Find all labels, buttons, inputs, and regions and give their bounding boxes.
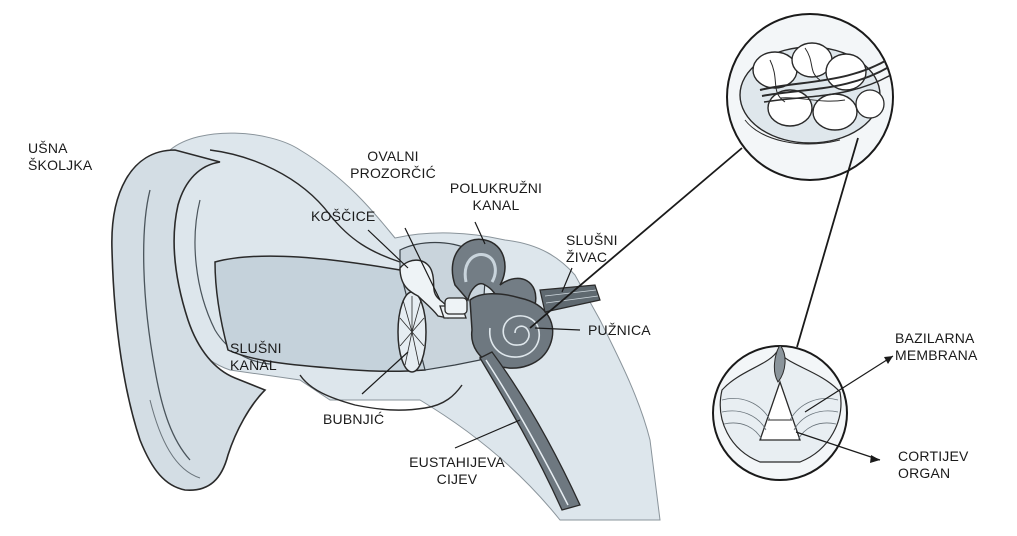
label-usna-skoljka-line-2: ŠKOLJKA — [28, 157, 92, 174]
label-bazilarna-membrana: BAZILARNA MEMBRANA — [895, 330, 978, 364]
label-puznica: PUŽNICA — [588, 322, 651, 339]
leader-arrowheads — [870, 356, 893, 463]
label-ovalni-prozorcic: OVALNI PROZORČIĆ — [338, 148, 448, 182]
label-ovalni-prozorcic-line-1: OVALNI — [338, 148, 448, 165]
connector-line-top — [530, 148, 742, 328]
label-eustahijeva-cijev: EUSTAHIJEVA CIJEV — [402, 454, 512, 488]
label-slusni-kanal-line-2: KANAL — [230, 357, 282, 374]
label-eustahijeva-cijev-line-2: CIJEV — [402, 471, 512, 488]
label-koscice: KOŠČICE — [311, 208, 375, 225]
label-koscice-text: KOŠČICE — [311, 208, 375, 225]
label-usna-skoljka: UŠNA ŠKOLJKA — [28, 140, 92, 174]
label-puznica-text: PUŽNICA — [588, 322, 651, 339]
label-eustahijeva-cijev-line-1: EUSTAHIJEVA — [402, 454, 512, 471]
label-bubnjic: BUBNJIĆ — [323, 411, 384, 428]
label-slusni-kanal-line-1: SLUŠNI — [230, 340, 282, 357]
label-slusni-kanal: SLUŠNI KANAL — [230, 340, 282, 374]
label-bazilarna-membrana-line-2: MEMBRANA — [895, 347, 978, 364]
label-polukruzni-kanal-line-2: KANAL — [446, 197, 546, 214]
label-bubnjic-text: BUBNJIĆ — [323, 411, 384, 428]
label-polukruzni-kanal-line-1: POLUKRUŽNI — [446, 180, 546, 197]
label-ovalni-prozorcic-line-2: PROZORČIĆ — [338, 165, 448, 182]
oval-window-shape — [445, 298, 467, 314]
label-slusni-zivac-line-1: SLUŠNI — [566, 232, 618, 249]
label-slusni-zivac-line-2: ŽIVAC — [566, 249, 618, 266]
label-cortijev-organ-line-1: CORTIJEV — [898, 448, 969, 465]
label-bazilarna-membrana-line-1: BAZILARNA — [895, 330, 978, 347]
label-cortijev-organ-line-2: ORGAN — [898, 465, 969, 482]
label-slusni-zivac: SLUŠNI ŽIVAC — [566, 232, 618, 266]
label-usna-skoljka-line-1: UŠNA — [28, 140, 92, 157]
label-cortijev-organ: CORTIJEV ORGAN — [898, 448, 969, 482]
label-polukruzni-kanal: POLUKRUŽNI KANAL — [446, 180, 546, 214]
